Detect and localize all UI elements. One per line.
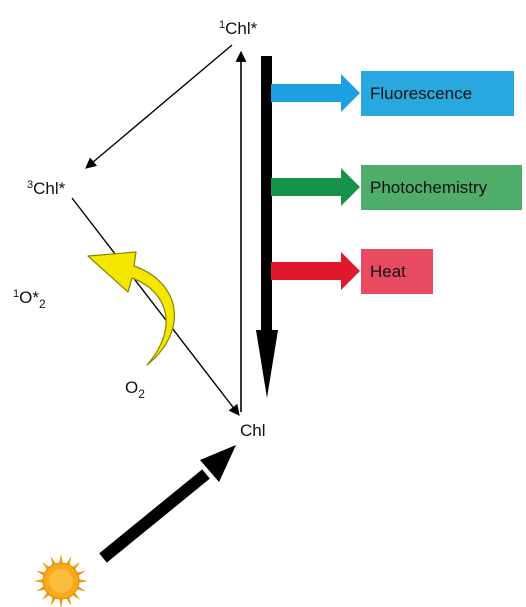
ground-chl-label: Chl <box>240 421 266 440</box>
photochemistry-label: Photochemistry <box>370 177 488 197</box>
fluorescence-label: Fluorescence <box>370 83 473 103</box>
photochemistry-arrow <box>271 168 360 206</box>
sun-ray <box>34 578 46 584</box>
heat-label: Heat <box>370 261 406 281</box>
triplet-decay-arrow <box>71 197 240 416</box>
sun-icon <box>34 554 88 607</box>
oxygen-label: O2 <box>125 378 145 401</box>
singlet-excited-chl-label: 1Chl* <box>219 19 258 38</box>
sun-ray <box>58 554 64 566</box>
deexcitation-arrow-shaft <box>261 56 272 338</box>
fluorescence-box: Fluorescence <box>361 71 514 116</box>
deexcitation-arrow-head <box>256 330 278 398</box>
light-arrow-head <box>200 445 236 482</box>
light-arrow-shaft <box>99 469 210 563</box>
heat-arrow <box>271 252 360 290</box>
triplet-excited-chl-label: 3Chl* <box>27 179 66 198</box>
singlet-oxygen-label: 1O*2 <box>13 288 46 311</box>
fluorescence-arrow <box>271 74 360 112</box>
heat-box: Heat <box>361 249 433 294</box>
singlet-oxygen-arrow <box>87 251 175 366</box>
isc-arrow <box>85 44 233 169</box>
sun-ray <box>76 578 88 584</box>
photochemistry-box: Photochemistry <box>361 165 522 210</box>
